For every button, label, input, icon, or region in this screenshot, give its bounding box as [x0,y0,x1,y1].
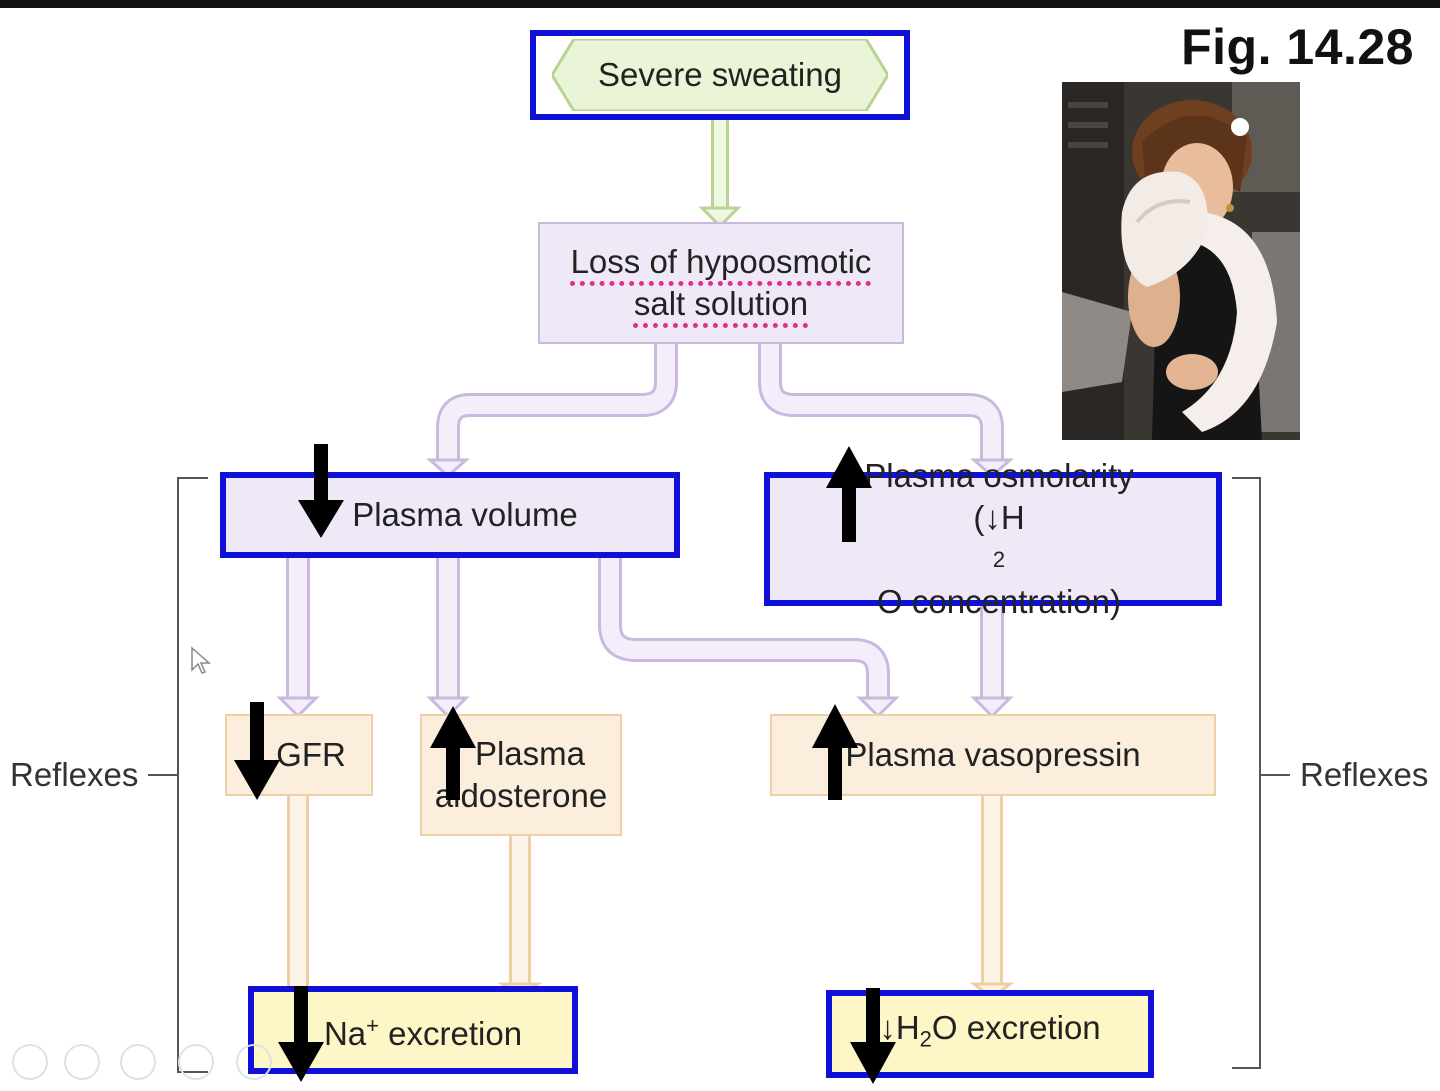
hexagon-shape [552,39,888,111]
loss-line-2: salt solution [633,285,809,322]
increase-arrow-plasma-osmolarity-icon [826,446,872,542]
next-slide-icon[interactable] [64,1044,100,1080]
person-wiping-sweat-photo [1062,82,1300,440]
node-severe-sweating: Severe sweating [530,30,910,120]
aldosterone-line-2: aldosterone [434,777,608,814]
zoom-icon[interactable] [236,1044,272,1080]
slides-grid-icon[interactable] [178,1044,214,1080]
plasma-osmolarity-label: Plasma osmolarity [864,457,1134,494]
severe-sweating-label: Severe sweating [598,56,842,93]
pen-tool-icon[interactable] [120,1044,156,1080]
increase-arrow-vasopressin-icon [812,704,858,800]
top-border [0,0,1440,8]
reflexes-label-left: Reflexes [10,756,139,793]
previous-slide-icon[interactable] [12,1044,48,1080]
right-bracket [1232,477,1290,1069]
connector-sweating-to-loss [698,118,742,229]
node-loss-salt-solution: Loss of hypoosmotic salt solution [538,222,904,344]
mouse-cursor-icon [191,646,211,674]
decrease-arrow-gfr-icon [234,702,280,800]
plasma-volume-label: Plasma volume [352,496,578,533]
plasma-vasopressin-label: Plasma vasopressin [845,736,1141,773]
reflexes-label-right: Reflexes [1300,756,1429,793]
h2o-excretion-label: ↓H2O excretion [879,1009,1101,1052]
decrease-arrow-plasma-volume-icon [298,444,344,538]
node-plasma-volume: Plasma volume [220,472,680,558]
aldosterone-line-1: Plasma [474,735,586,772]
decrease-arrow-na-excretion-icon [278,986,324,1082]
increase-arrow-aldosterone-icon [430,706,476,800]
loss-line-1: Loss of hypoosmotic [570,243,872,280]
na-excretion-label: Na+ excretion [323,1013,523,1052]
figure-label: Fig. 14.28 [1181,19,1414,75]
connector-loss-to-osmolarity [761,342,1001,462]
gfr-label: GFR [276,736,346,773]
left-bracket [148,477,208,1073]
decrease-arrow-h2o-excretion-icon [850,988,896,1084]
